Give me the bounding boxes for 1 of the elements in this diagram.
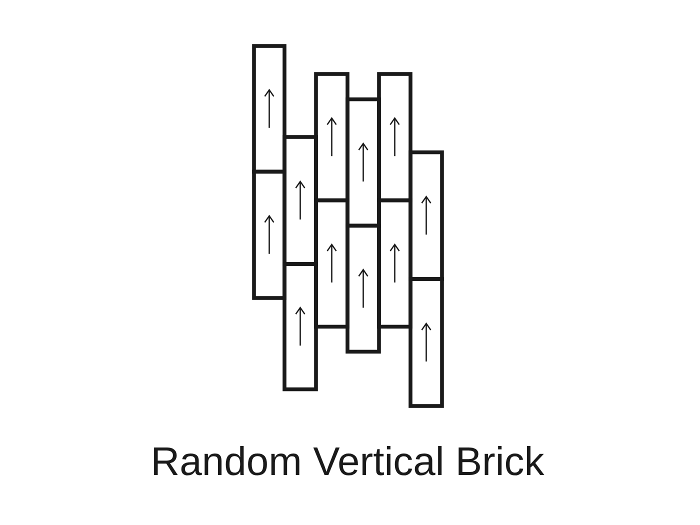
caption: Random Vertical Brick	[150, 442, 544, 482]
